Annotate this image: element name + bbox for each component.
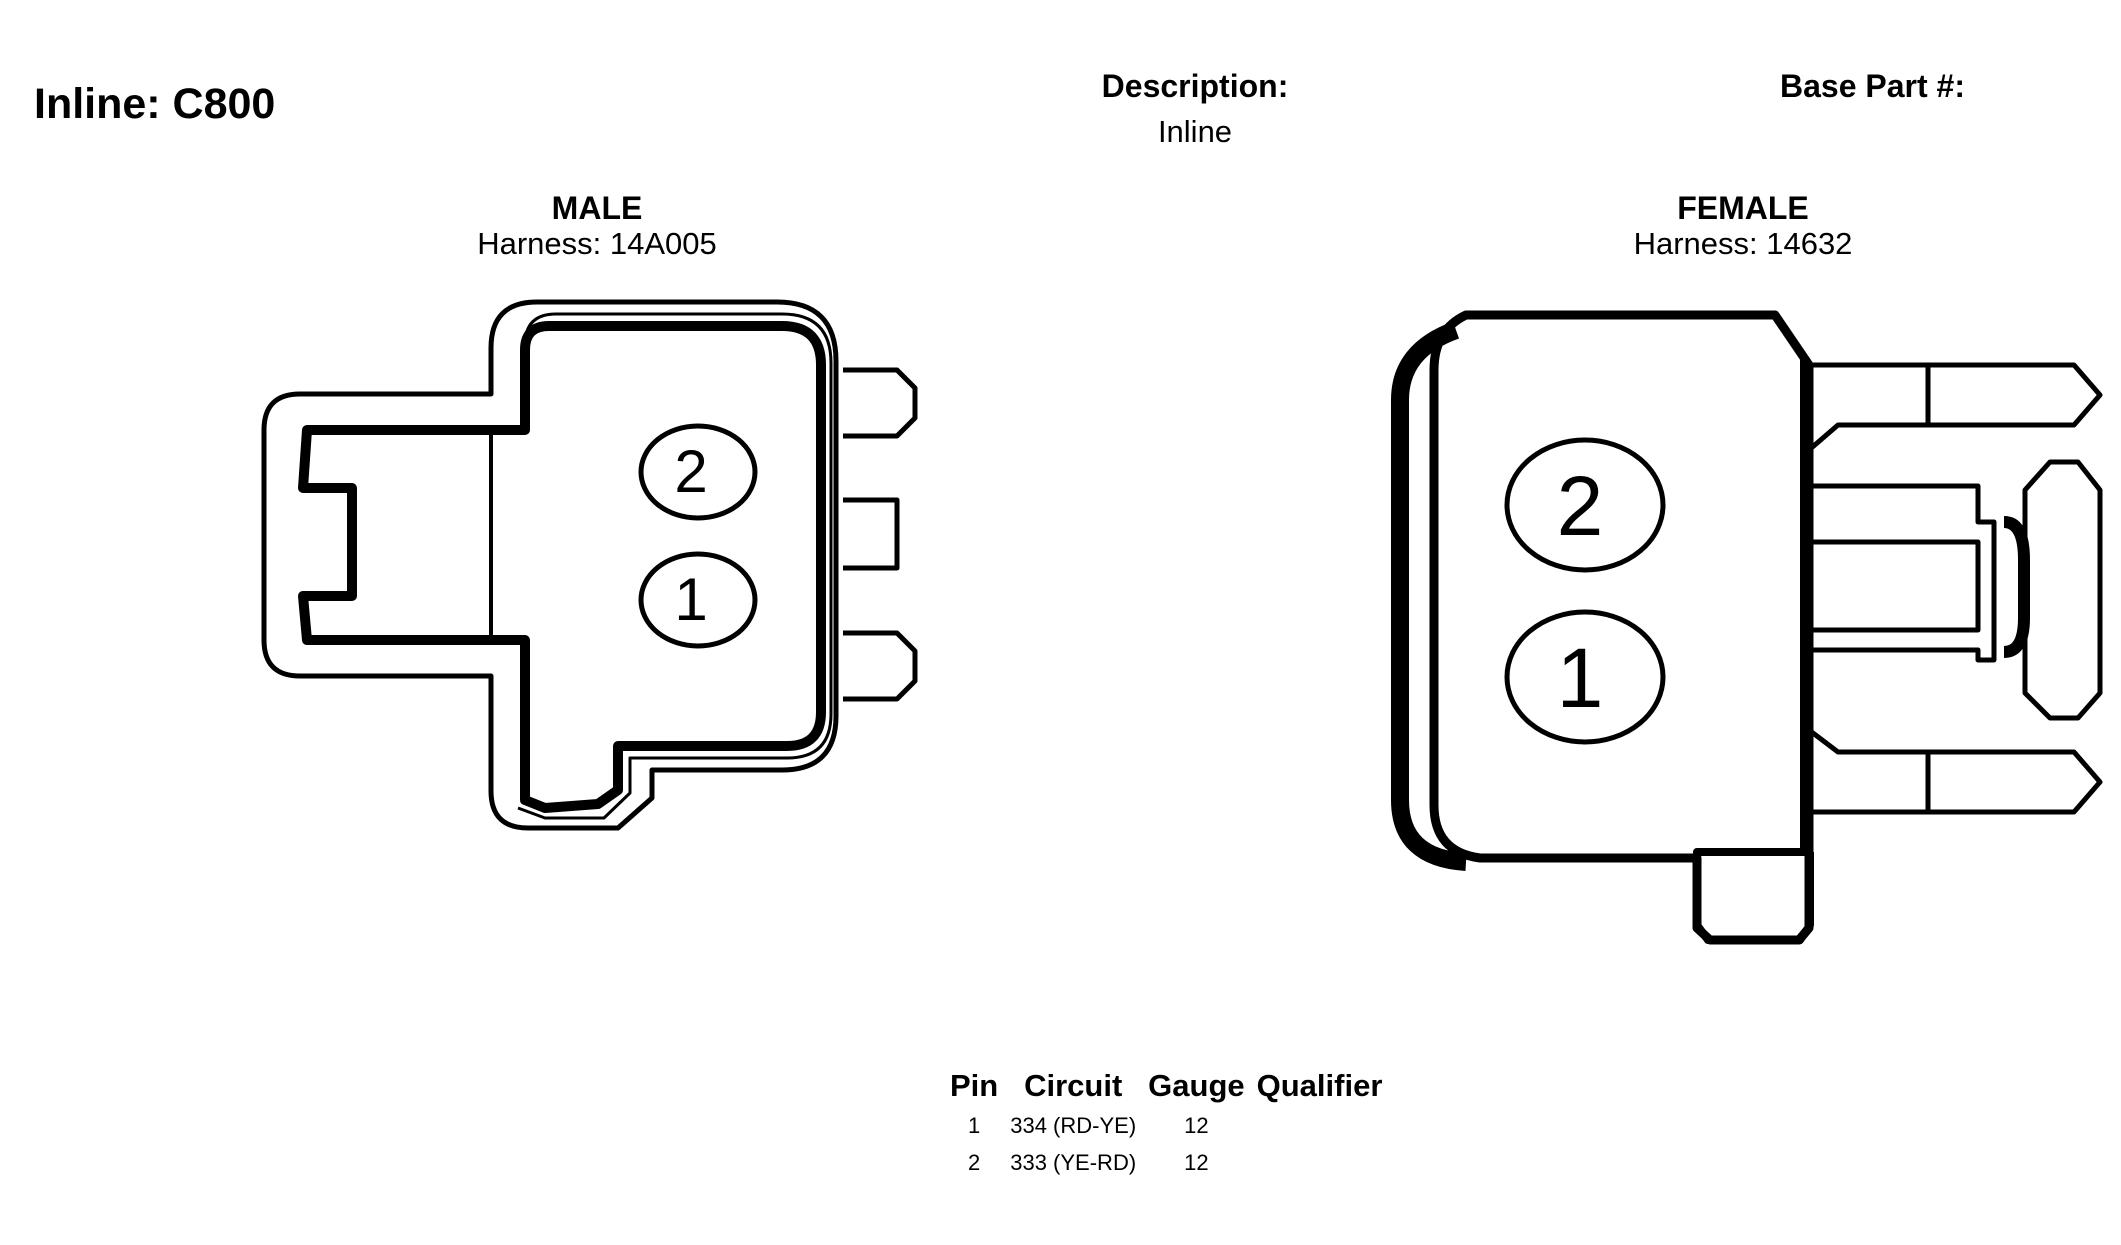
gauge-cell: 12 xyxy=(1184,1112,1209,1138)
circuit-cell: 333 (YE-RD) xyxy=(1010,1149,1137,1175)
male-harness: Harness: 14A005 xyxy=(477,226,717,261)
male-label: MALE xyxy=(551,190,643,226)
pin-table: Pin Circuit Gauge Qualifier 1 334 (RD-YE… xyxy=(950,1065,1394,1181)
female-label: FEMALE xyxy=(1677,190,1809,226)
male-cavity-1: 1 xyxy=(638,551,758,649)
pin-column-header: Pin xyxy=(950,1068,999,1103)
qualifier-cell xyxy=(1257,1107,1395,1144)
gauge-column-header: Gauge xyxy=(1148,1068,1245,1103)
qualifier-cell xyxy=(1257,1144,1395,1181)
female-harness: Harness: 14632 xyxy=(1633,226,1853,261)
circuit-column-header: Circuit xyxy=(1024,1068,1123,1103)
female-cavity-1: 1 xyxy=(1504,609,1666,745)
gauge-cell: 12 xyxy=(1184,1149,1209,1175)
table-row: 1 334 (RD-YE) 12 xyxy=(950,1107,1394,1144)
female-connector-outline xyxy=(1391,310,2103,945)
pin-table-header: Pin Circuit Gauge Qualifier xyxy=(950,1065,1394,1107)
pin-cell: 1 xyxy=(967,1112,981,1138)
male-cavity-2: 2 xyxy=(638,423,758,521)
description-value: Inline xyxy=(1157,114,1233,149)
connector-title: Inline: C800 xyxy=(34,80,276,128)
male-connector-outline xyxy=(261,299,918,831)
male-pin-2-label: 2 xyxy=(674,438,707,505)
pin-cell: 2 xyxy=(967,1149,981,1175)
qualifier-column-header: Qualifier xyxy=(1256,1068,1383,1103)
female-pin-2-label: 2 xyxy=(1557,459,1604,553)
female-cavity-2: 2 xyxy=(1504,437,1666,573)
male-pin-1-label: 1 xyxy=(674,566,707,633)
female-pin-1-label: 1 xyxy=(1557,631,1604,725)
description-label: Description: xyxy=(1101,68,1289,104)
circuit-cell: 334 (RD-YE) xyxy=(1010,1112,1137,1138)
base-part-label: Base Part #: xyxy=(1780,68,1965,104)
table-row: 2 333 (YE-RD) 12 xyxy=(950,1144,1394,1181)
